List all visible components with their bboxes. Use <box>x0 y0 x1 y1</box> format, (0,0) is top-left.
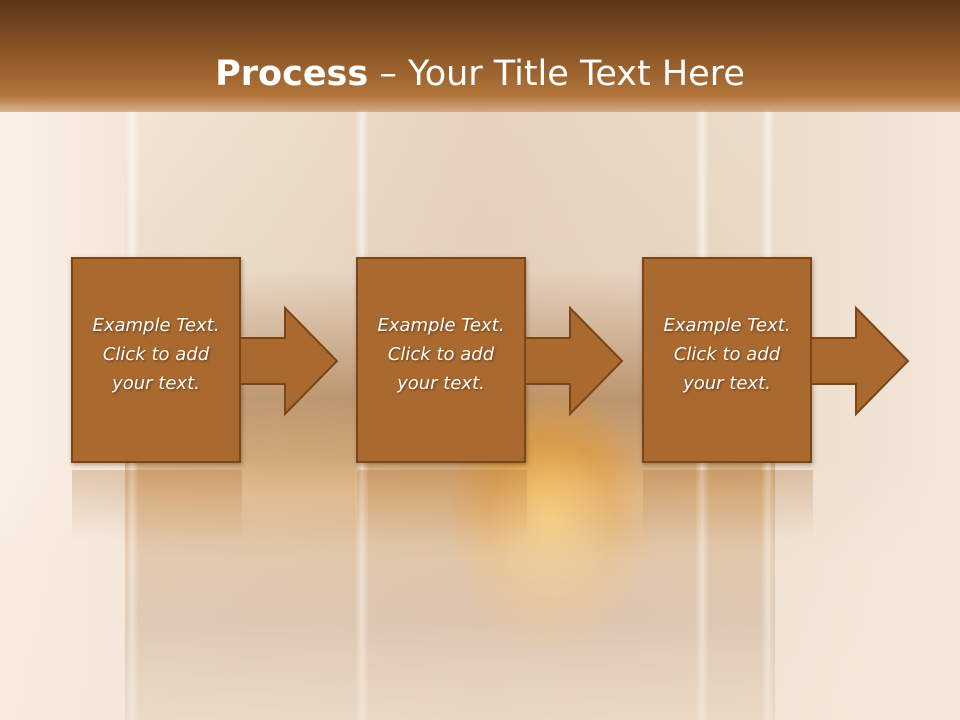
process-step-1[interactable]: Example Text. Click to add your text. <box>71 257 241 463</box>
step-text-line: Click to add <box>102 344 210 365</box>
step-text: Example Text. Click to add your text. <box>358 311 524 398</box>
step-text: Example Text. Click to add your text. <box>73 311 239 398</box>
step-reflection <box>643 470 813 540</box>
title-bar <box>0 0 960 112</box>
step-text-line: your text. <box>397 373 485 394</box>
step-text: Example Text. Click to add your text. <box>644 311 810 398</box>
step-reflection <box>72 470 242 540</box>
step-text-line: Click to add <box>387 344 495 365</box>
process-step-3[interactable]: Example Text. Click to add your text. <box>642 257 812 463</box>
step-text-line: Example Text. <box>377 315 505 336</box>
right-arrow-icon <box>525 305 624 417</box>
process-step-2[interactable]: Example Text. Click to add your text. <box>356 257 526 463</box>
step-text-line: your text. <box>683 373 771 394</box>
step-text-line: Click to add <box>673 344 781 365</box>
step-text-line: Example Text. <box>663 315 791 336</box>
bottom-fade <box>0 455 960 720</box>
right-arrow-icon <box>240 305 339 417</box>
step-text-line: your text. <box>112 373 200 394</box>
title-rest: – Your Title Text Here <box>368 54 745 94</box>
right-arrow-icon <box>811 305 910 417</box>
step-text-line: Example Text. <box>92 315 220 336</box>
title-bold: Process <box>215 54 369 94</box>
slide-title[interactable]: Process – Your Title Text Here <box>0 52 960 96</box>
step-reflection <box>357 470 527 540</box>
